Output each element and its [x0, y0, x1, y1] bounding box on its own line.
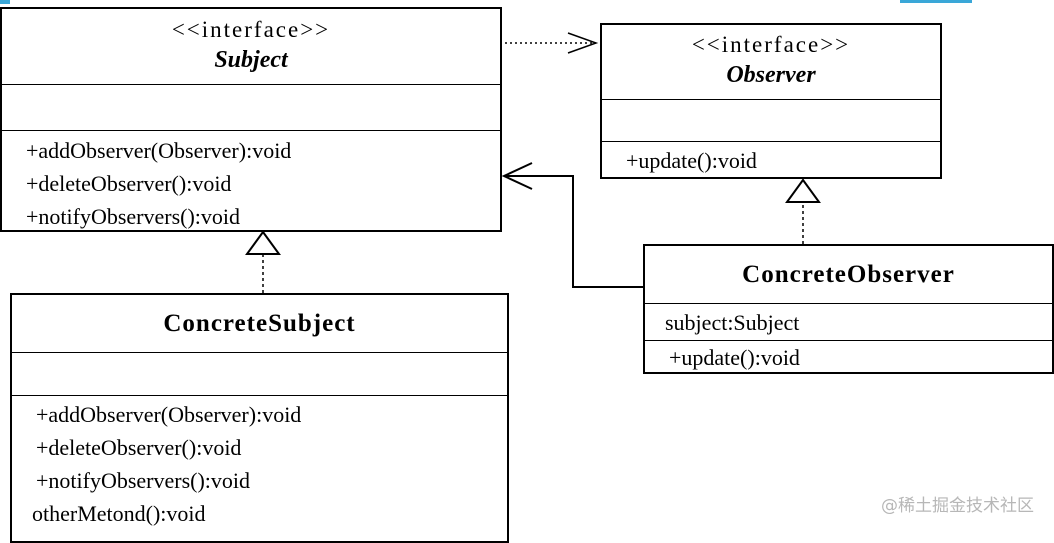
concrete-subject-box: ConcreteSubject +addObserver(Observer):v…	[10, 293, 509, 543]
watermark: @稀土掘金技术社区	[881, 496, 1034, 516]
relationship-lines	[245, 32, 821, 293]
concrete-observer-attribute: subject:Subject	[665, 310, 800, 335]
corner-accent-left	[0, 0, 10, 4]
subject-method: +addObserver(Observer):void	[26, 138, 292, 163]
subject-attributes	[2, 85, 500, 131]
concrete-subject-method: otherMetond():void	[32, 501, 206, 526]
concrete-subject-method: +notifyObservers():void	[36, 468, 251, 493]
observer-attributes	[602, 100, 940, 142]
concrete-observer-attributes: subject:Subject	[645, 304, 1052, 341]
subject-methods: +addObserver(Observer):void +deleteObser…	[2, 131, 500, 233]
concrete-observer-method: +update():void	[669, 345, 800, 370]
subject-method: +deleteObserver():void	[26, 171, 232, 196]
realization-concretesubject-subject	[245, 230, 281, 293]
subject-header: <<interface>> Subject	[2, 9, 500, 85]
concrete-observer-box: ConcreteObserver subject:Subject +update…	[643, 244, 1054, 374]
concrete-observer-name: ConcreteObserver	[742, 261, 955, 288]
subject-stereotype: <<interface>>	[171, 17, 331, 42]
concrete-subject-method: +deleteObserver():void	[36, 435, 242, 460]
association-concreteobserver-subject	[501, 162, 645, 288]
observer-methods: +update():void	[602, 142, 940, 177]
observer-interface-box: <<interface>> Observer +update():void	[600, 23, 942, 179]
subject-name: Subject	[214, 47, 288, 73]
observer-header: <<interface>> Observer	[602, 25, 940, 100]
concrete-observer-header: ConcreteObserver	[645, 246, 1052, 304]
concrete-subject-method: +addObserver(Observer):void	[36, 402, 302, 427]
subject-method: +notifyObservers():void	[26, 204, 241, 229]
concrete-subject-header: ConcreteSubject	[12, 295, 507, 353]
observer-method: +update():void	[626, 148, 757, 173]
dependency-subject-observer	[505, 32, 599, 54]
corner-accent-right	[900, 0, 972, 3]
concrete-subject-methods: +addObserver(Observer):void +deleteObser…	[12, 396, 507, 530]
concrete-subject-attributes	[12, 353, 507, 396]
realization-concreteobserver-observer	[785, 178, 821, 244]
concrete-observer-methods: +update():void	[645, 341, 1052, 374]
concrete-subject-name: ConcreteSubject	[163, 310, 356, 337]
observer-name: Observer	[726, 62, 816, 88]
subject-interface-box: <<interface>> Subject +addObserver(Obser…	[0, 7, 502, 232]
observer-stereotype: <<interface>>	[691, 32, 851, 57]
